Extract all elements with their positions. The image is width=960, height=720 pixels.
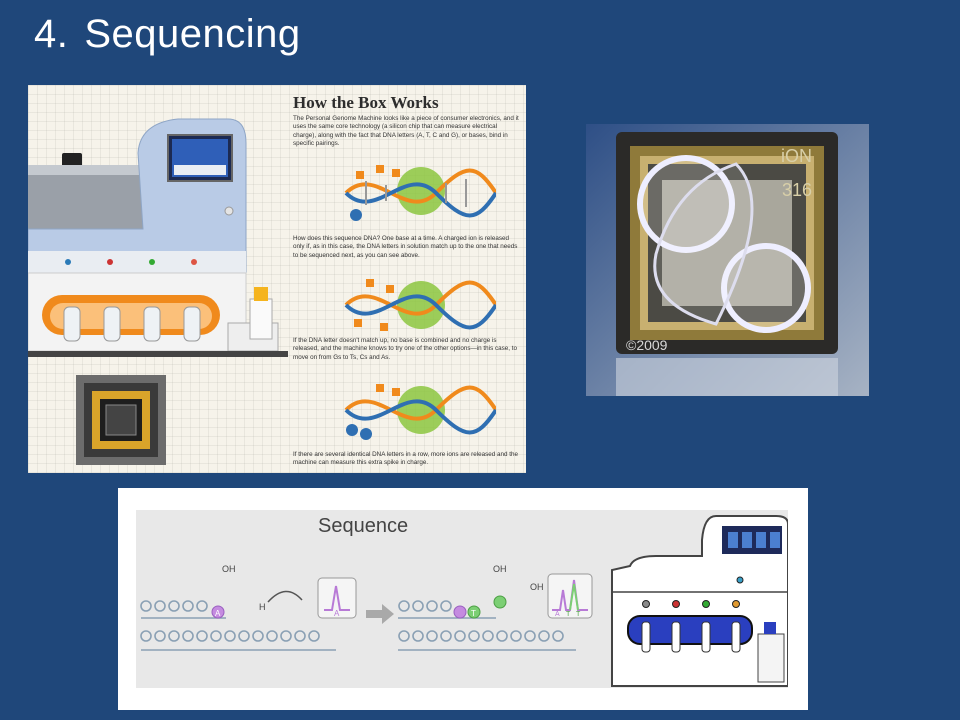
dna-strand-right (398, 600, 576, 651)
infographic-heading: How the Box Works (293, 93, 439, 112)
signal-2-label-a: A (555, 611, 560, 618)
chip-model: 316 (782, 180, 812, 200)
sequence-title: Sequence (318, 515, 409, 537)
slide-title: 4. Sequencing (34, 12, 301, 57)
dna-mismatch-diagram (344, 279, 496, 331)
oh-label-2: OH (493, 564, 507, 574)
fluidic-port-2 (721, 243, 811, 333)
sequence-diagram: A OH H A T OH OH (118, 488, 808, 710)
slide-title-text: Sequencing (84, 12, 301, 56)
infographic-intro: The Personal Genome Machine looks like a… (293, 115, 519, 148)
infographic-paragraph-3: If there are several identical DNA lette… (293, 451, 519, 467)
dna-strand-left (140, 600, 336, 651)
ion-chip-photo: iON 316 ©2009 (586, 124, 869, 396)
sequencer-machine-illustration (611, 515, 788, 687)
hydrogen-ion-label: H (259, 602, 266, 612)
step-arrow (366, 604, 394, 624)
signal-1-label: A (334, 609, 340, 618)
signal-2-label-t1: T (566, 611, 571, 618)
ion-chip-illustration (76, 375, 166, 465)
signal-2-label-t2: T (576, 611, 581, 618)
nucleotide-a (211, 605, 225, 619)
oh-label-1: OH (222, 564, 236, 574)
how-the-box-works-infographic: How the Box Works The Personal Genome Ma… (28, 85, 526, 473)
oh-label-3: OH (530, 582, 544, 592)
nucleotide-t: T (471, 609, 476, 618)
infographic-paragraph-2: If the DNA letter doesn't match up, no b… (293, 337, 518, 361)
fluidic-port-1 (637, 155, 735, 253)
chip-year: ©2009 (626, 337, 668, 353)
nucleotide-a-label: A (215, 609, 221, 618)
infographic-paragraph-1: How does this sequence DNA? One base at … (293, 235, 518, 259)
slide-number: 4. (34, 12, 69, 56)
signal-box-2 (547, 573, 593, 619)
chip-brand: iON (781, 146, 812, 166)
dna-match-diagram (344, 165, 496, 221)
dna-repeat-diagram (344, 384, 496, 440)
genome-machine-illustration (28, 118, 288, 357)
